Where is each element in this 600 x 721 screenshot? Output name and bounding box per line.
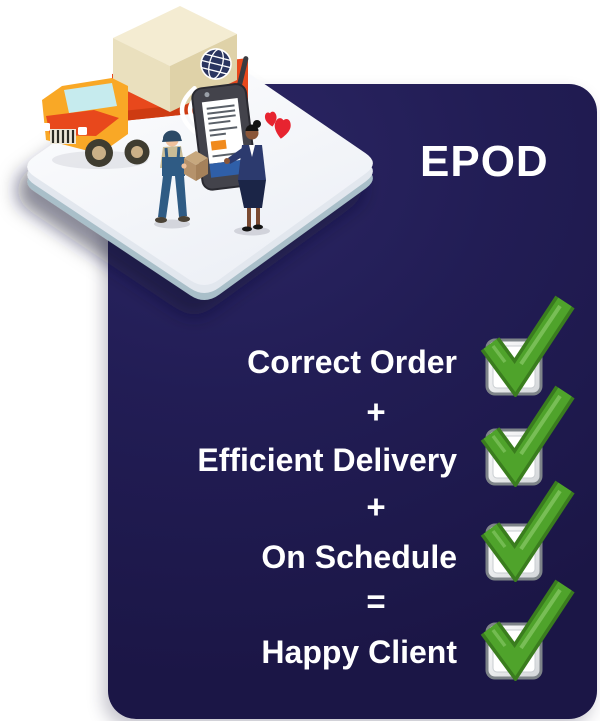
plus-separator: + (366, 488, 386, 525)
checklist-item-label: Correct Order (247, 344, 457, 380)
checklist-item-label: On Schedule (261, 539, 457, 575)
delivery-scene-illustration (27, 6, 373, 301)
checklist-item-label: Happy Client (261, 634, 457, 670)
checkbox-checked-icon (479, 477, 579, 582)
headlight (78, 127, 87, 135)
headlight (41, 123, 50, 131)
checkbox-checked-icon (479, 576, 579, 681)
plus-separator: + (366, 393, 386, 430)
hearts-icon (264, 111, 291, 139)
equals-separator: = (366, 583, 386, 620)
delivery-driver-figure (155, 130, 208, 223)
globe-icon (200, 48, 232, 80)
client-figure (224, 120, 266, 232)
cap (162, 130, 182, 142)
card-title: EPOD (420, 137, 549, 186)
package-icon (184, 151, 208, 181)
checkbox-checked-icon (479, 382, 579, 487)
checklist-item-label: Efficient Delivery (197, 442, 457, 478)
